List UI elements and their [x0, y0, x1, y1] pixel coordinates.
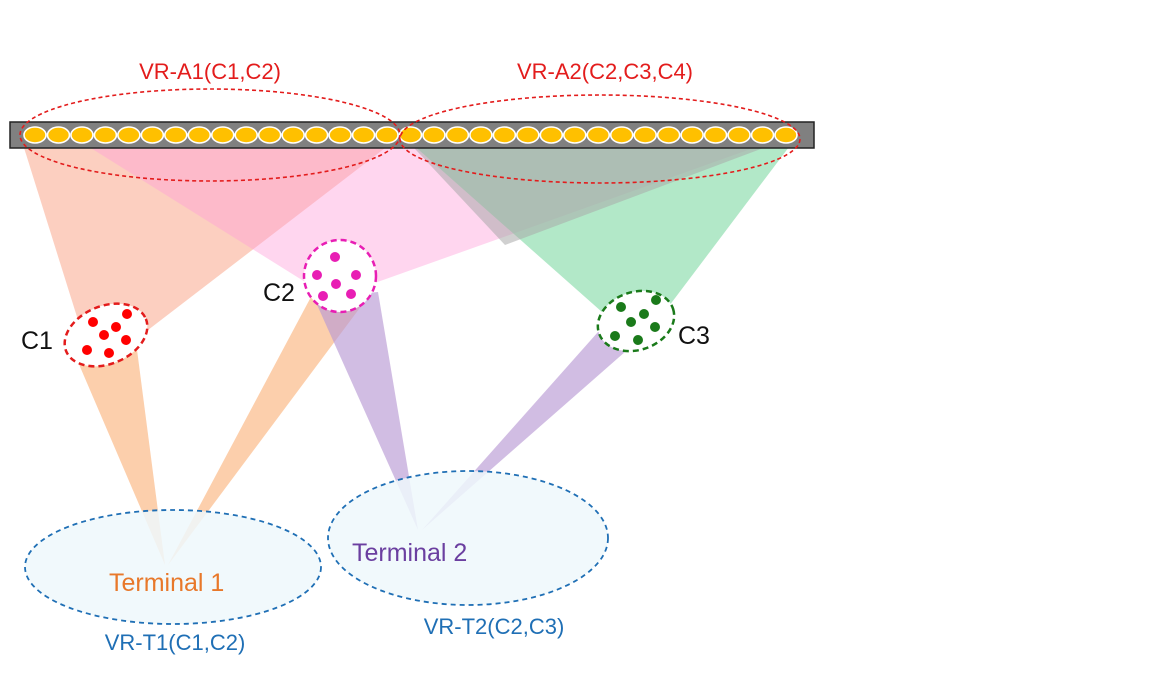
array-element	[586, 126, 611, 144]
c1-dot	[88, 317, 98, 327]
terminal-regions	[24, 470, 609, 625]
beam-c2-to-terminal1	[168, 295, 362, 565]
array-element	[445, 126, 470, 144]
array-element	[469, 126, 493, 144]
terminal2-region	[327, 470, 609, 606]
c1-dot	[104, 348, 114, 358]
beam-c2-to-terminal2	[314, 292, 418, 530]
c3-dot	[633, 335, 643, 345]
array-element	[492, 126, 517, 144]
cluster-c1-dots	[82, 309, 132, 358]
array-element	[210, 126, 235, 144]
array-beams	[20, 135, 798, 352]
cluster-c3-dots	[610, 295, 661, 345]
c3-dot	[616, 302, 626, 312]
array-element	[680, 126, 704, 144]
array-element	[633, 126, 657, 144]
c1-dot	[111, 322, 121, 332]
c3-dot	[639, 309, 649, 319]
array-element	[516, 126, 540, 144]
c2-label: C2	[263, 279, 295, 307]
c3-dot	[650, 322, 660, 332]
array-element	[46, 126, 71, 144]
array-element	[422, 126, 446, 144]
array-element	[539, 126, 564, 144]
beam-array-to-c1	[20, 135, 402, 352]
array-element	[351, 126, 376, 144]
vr-t2-label: VR-T2(C2,C3)	[424, 614, 565, 639]
cluster-c3	[596, 289, 676, 353]
c1-label: C1	[21, 327, 53, 355]
c3-dot	[610, 331, 620, 341]
c3-dot	[626, 317, 636, 327]
c2-dot	[331, 279, 341, 289]
vr-a2-label: VR-A2(C2,C3,C4)	[517, 59, 693, 84]
array-element	[23, 126, 47, 144]
terminal1-label: Terminal 1	[109, 569, 224, 597]
c1-dot	[82, 345, 92, 355]
antenna-array	[9, 121, 815, 149]
terminal1-region	[24, 509, 322, 625]
array-element	[257, 126, 282, 144]
c2-dot	[312, 270, 322, 280]
c2-dot	[346, 289, 356, 299]
c3-dot	[651, 295, 661, 305]
array-element	[375, 126, 399, 144]
array-element	[656, 126, 681, 144]
array-element	[234, 126, 259, 144]
vr-a2-region	[399, 94, 801, 184]
array-element	[727, 126, 751, 144]
c1-dot	[99, 330, 109, 340]
array-element	[187, 126, 212, 144]
array-element	[562, 126, 587, 144]
terminal2-label: Terminal 2	[352, 539, 467, 567]
c3-label: C3	[678, 322, 710, 350]
array-element	[328, 126, 352, 144]
beam-c1-to-terminal1	[72, 342, 165, 565]
vr-a1-label: VR-A1(C1,C2)	[139, 59, 281, 84]
array-element	[117, 126, 141, 144]
cluster-c1	[63, 302, 149, 368]
cluster-c2-dots	[312, 252, 361, 301]
array-element	[140, 126, 165, 144]
array-element	[164, 126, 188, 144]
array-element	[609, 126, 634, 144]
array-element	[774, 126, 798, 144]
array-element	[93, 126, 118, 144]
cluster-c2	[302, 238, 378, 314]
c2-dot	[330, 252, 340, 262]
array-element	[304, 126, 329, 144]
array-element	[398, 126, 423, 144]
vr-a-regions	[19, 88, 801, 184]
c2-dot	[351, 270, 361, 280]
array-element	[70, 126, 94, 144]
c1-dot	[122, 309, 132, 319]
array-element	[281, 126, 305, 144]
array-elements	[23, 126, 798, 144]
c1-dot	[121, 335, 131, 345]
vr-t1-label: VR-T1(C1,C2)	[105, 630, 246, 655]
beam-array-gray-overlap	[402, 135, 798, 245]
c2-dot	[318, 291, 328, 301]
array-element	[703, 126, 728, 144]
array-element	[750, 126, 775, 144]
